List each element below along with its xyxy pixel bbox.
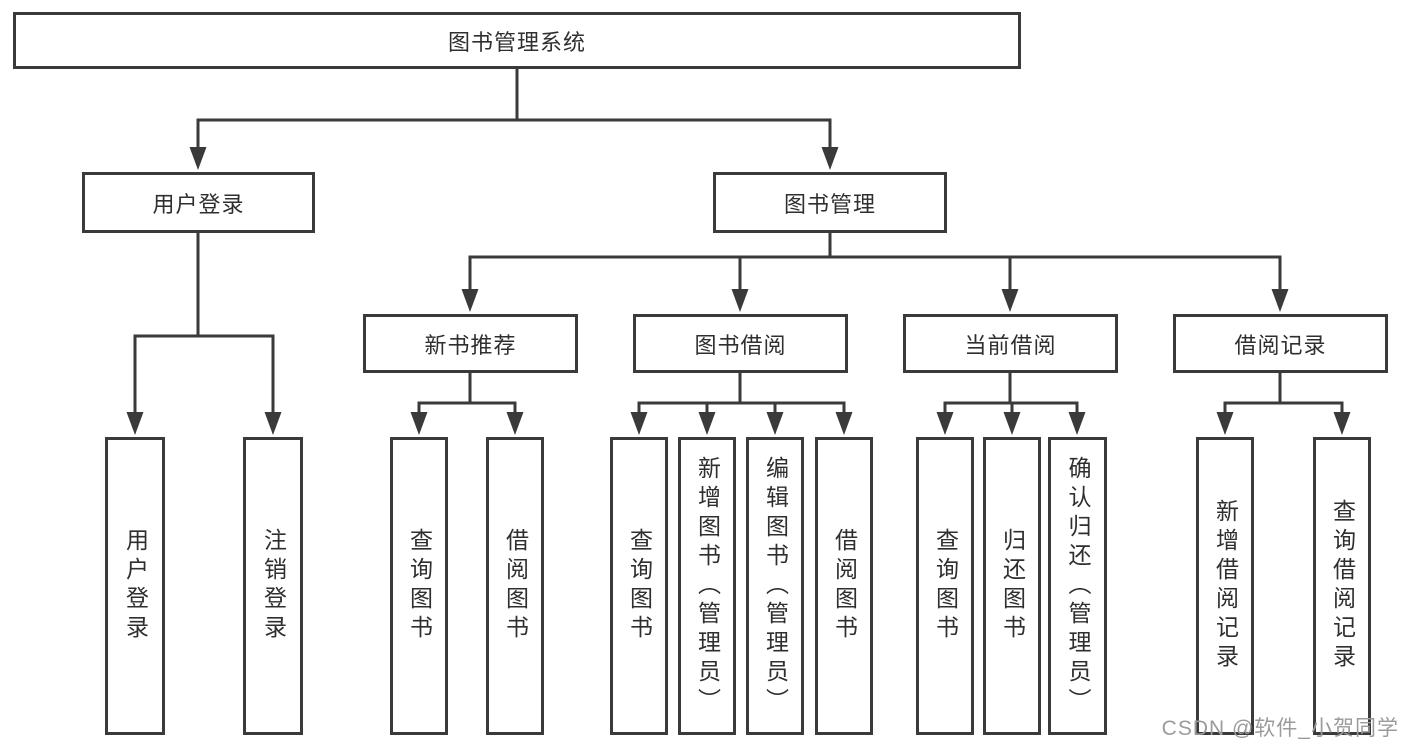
node-label: 归还图书 [999,528,1026,644]
arrowhead-down-icon [1333,412,1351,435]
connector-branch [126,233,282,435]
arrowhead-down-icon [1216,412,1234,435]
node-query-books-leaf: 查询图书 [916,437,974,735]
node-return-books-leaf: 归还图书 [983,437,1041,735]
node-borrowing-records: 借阅记录 [1173,314,1388,373]
connector-branch [630,373,853,435]
node-query-books-leaf: 查询图书 [610,437,668,735]
node-query-borrow-record-leaf: 查询借阅记录 [1313,437,1371,735]
node-label: 编辑图书（管理员） [762,455,789,717]
arrowhead-down-icon [264,412,282,435]
node-edit-books-admin-leaf: 编辑图书（管理员） [746,437,804,735]
node-label: 查询图书 [626,528,653,644]
node-label: 注销登录 [260,528,287,644]
arrowhead-down-icon [766,412,784,435]
node-query-books-leaf: 查询图书 [390,437,448,735]
node-user-login-leaf: 用户登录 [105,437,165,735]
arrowhead-down-icon [126,412,144,435]
arrowhead-down-icon [189,147,207,170]
node-borrow-books-leaf: 借阅图书 [486,437,544,735]
arrowhead-down-icon [1001,289,1019,312]
arrowhead-down-icon [835,412,853,435]
connector-branch [461,233,1289,312]
node-label: 查询图书 [932,528,959,644]
node-label: 用户登录 [122,528,149,644]
node-add-borrow-record-leaf: 新增借阅记录 [1196,437,1254,735]
node-label: 借阅图书 [502,528,529,644]
node-confirm-return-admin-leaf: 确认归还（管理员） [1048,437,1107,735]
node-book-borrowing: 图书借阅 [633,314,848,373]
node-label: 新增借阅记录 [1212,499,1239,673]
node-library-management-system: 图书管理系统 [13,12,1021,69]
arrowhead-down-icon [1003,412,1021,435]
arrowhead-down-icon [731,289,749,312]
node-label: 新增图书（管理员） [694,455,721,717]
arrowhead-down-icon [1068,412,1086,435]
connector-branch [189,69,839,170]
arrowhead-down-icon [698,412,716,435]
node-label: 借阅图书 [831,528,858,644]
arrowhead-down-icon [1271,289,1289,312]
node-label: 查询图书 [406,528,433,644]
arrowhead-down-icon [821,147,839,170]
node-logout-leaf: 注销登录 [243,437,303,735]
arrowhead-down-icon [410,412,428,435]
arrowhead-down-icon [506,412,524,435]
connector-branch [936,373,1086,435]
node-book-management: 图书管理 [713,172,947,233]
connector-branch [410,373,524,435]
node-current-borrowing: 当前借阅 [903,314,1118,373]
csdn-watermark: CSDN @软件_小贺同学 [1161,717,1399,740]
arrowhead-down-icon [630,412,648,435]
arrowhead-down-icon [461,289,479,312]
node-borrow-books-leaf: 借阅图书 [815,437,873,735]
arrowhead-down-icon [936,412,954,435]
node-user-login: 用户登录 [82,172,315,233]
node-add-books-admin-leaf: 新增图书（管理员） [678,437,736,735]
connector-branch [1216,373,1351,435]
node-new-book-recommendation: 新书推荐 [363,314,578,373]
node-label: 确认归还（管理员） [1065,455,1091,717]
node-label: 查询借阅记录 [1329,499,1356,673]
